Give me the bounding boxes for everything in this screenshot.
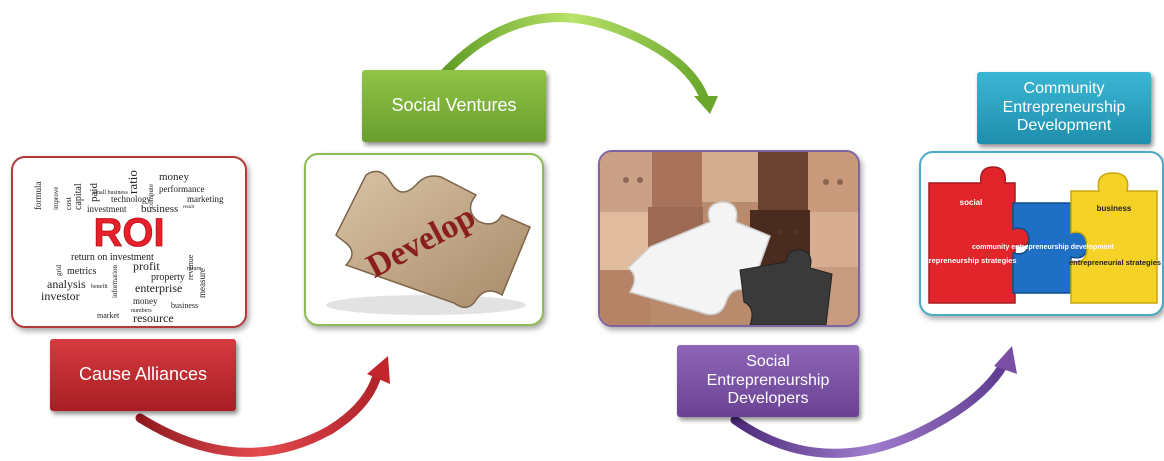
svg-text:business: business: [171, 301, 198, 310]
svg-text:performance: performance: [159, 184, 204, 194]
svg-text:ratio: ratio: [125, 170, 140, 194]
label-social-ventures: Social Ventures: [362, 70, 546, 142]
svg-text:grid: grid: [55, 264, 63, 276]
puzzle-text-entrepreneurial-strategies: entrepreneurial strategies: [1069, 258, 1161, 267]
svg-text:business: business: [141, 203, 178, 215]
svg-text:technology: technology: [111, 194, 151, 204]
svg-text:profit: profit: [133, 259, 160, 273]
svg-text:resource: resource: [133, 311, 174, 325]
svg-text:small business: small business: [93, 190, 128, 196]
svg-text:capital: capital: [73, 183, 84, 210]
label-social-ventures-text: Social Ventures: [391, 95, 517, 116]
svg-text:return on investment: return on investment: [71, 252, 154, 263]
puzzle-text-social: social: [960, 198, 983, 207]
svg-text:result: result: [183, 205, 195, 210]
arrow-red: [135, 356, 390, 457]
strategy-puzzle-image: social entrepreneurship strategies commu…: [921, 166, 1161, 304]
label-community-entrepreneurship-development: Community Entrepreneurship Development: [977, 72, 1151, 144]
svg-text:property: property: [151, 272, 185, 283]
arrow-purple: [730, 346, 1017, 458]
svg-text:numbers: numbers: [131, 308, 152, 314]
faces-puzzle-image: [600, 152, 858, 325]
svg-text:paid: paid: [88, 183, 100, 202]
svg-text:measure: measure: [197, 268, 207, 298]
develop-puzzle-card: Develop: [304, 153, 544, 326]
label-social-entrepreneurship-developers-text: Social Entrepreneurship Developers: [706, 352, 830, 408]
puzzle-text-entrepreneurship-strategies: entrepreneurship strategies: [921, 256, 1017, 265]
svg-text:money: money: [133, 296, 158, 306]
develop-puzzle-image: Develop: [326, 170, 531, 315]
label-cause-alliances: Cause Alliances: [50, 339, 236, 411]
svg-text:information: information: [111, 264, 119, 298]
svg-text:marketing: marketing: [187, 194, 224, 204]
label-community-entrepreneurship-development-text: Community Entrepreneurship Development: [1002, 79, 1126, 135]
puzzle-text-community: community entrepreneurship development: [972, 244, 1115, 251]
svg-text:formula: formula: [33, 182, 43, 211]
svg-text:enterprise: enterprise: [135, 281, 182, 295]
svg-text:money: money: [159, 171, 189, 183]
label-cause-alliances-text: Cause Alliances: [78, 364, 208, 385]
svg-text:analysis: analysis: [47, 277, 86, 291]
svg-text:market: market: [97, 311, 120, 320]
arrow-green: [435, 13, 718, 114]
svg-text:revenue: revenue: [186, 254, 195, 280]
svg-text:compute: compute: [147, 184, 155, 208]
svg-text:benefit: benefit: [91, 283, 108, 290]
faces-puzzle-card: [598, 150, 860, 327]
svg-text:investment: investment: [87, 204, 127, 214]
roi-word-cloud-card: formula improve cost capital paid ratio …: [11, 156, 247, 328]
roi-text: ROI: [93, 211, 164, 255]
label-social-entrepreneurship-developers: Social Entrepreneurship Developers: [677, 345, 859, 417]
word-cloud-image: formula improve cost capital paid ratio …: [33, 170, 224, 325]
svg-text:metrics: metrics: [67, 266, 97, 277]
svg-text:cost: cost: [64, 196, 73, 210]
svg-text:improve: improve: [52, 187, 60, 210]
puzzle-text-business: business: [1097, 204, 1132, 213]
svg-text:return: return: [187, 266, 201, 272]
strategy-puzzle-card: social entrepreneurship strategies commu…: [919, 151, 1164, 316]
svg-text:investor: investor: [41, 289, 80, 303]
